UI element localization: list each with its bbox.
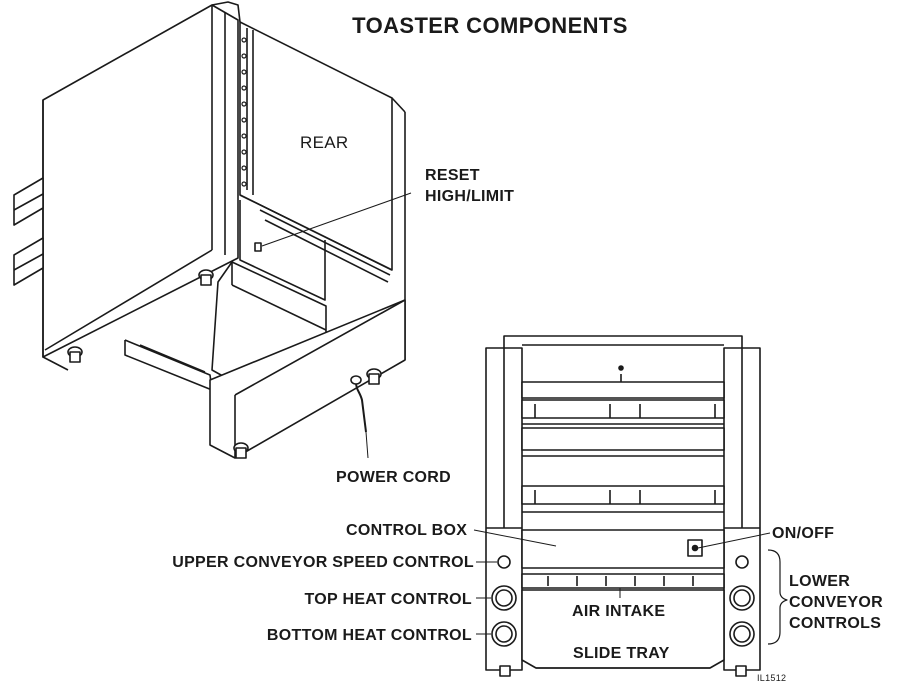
air-intake: [521, 573, 725, 589]
air-intake-label: AIR INTAKE: [572, 603, 666, 620]
lower-controls-brace: [767, 549, 788, 645]
top-heat-label: TOP HEAT CONTROL: [304, 591, 472, 608]
power-cord-label: POWER CORD: [336, 469, 451, 486]
front-view-illustration: [485, 335, 761, 677]
on-off-leader: [697, 532, 771, 549]
figure-code: IL1512: [757, 673, 787, 683]
lower-controls-line3: CONTROLS: [789, 615, 882, 632]
upper-conveyor-knob: [497, 555, 511, 569]
lower-body: [209, 299, 406, 459]
side-brackets: [13, 177, 44, 286]
reset-label-line2: HIGH/LIMIT: [425, 188, 515, 205]
slide-tray-label: SLIDE TRAY: [573, 645, 670, 662]
power-cord: [355, 381, 367, 433]
rear-rivets: [241, 37, 247, 187]
control-box-label: CONTROL BOX: [346, 522, 468, 539]
on-off-label: ON/OFF: [772, 525, 835, 542]
power-cord-leader: [365, 431, 369, 459]
bottom-heat-label: BOTTOM HEAT CONTROL: [266, 627, 472, 644]
diagram-title: TOASTER COMPONENTS: [352, 13, 628, 38]
front-left-panel: [42, 4, 239, 358]
reset-label-line1: RESET: [425, 167, 480, 184]
control-box-leader: [473, 529, 557, 547]
lower-controls-line1: LOWER: [789, 573, 851, 590]
rear-label: REAR: [300, 133, 349, 152]
rear-view-illustration: [13, 1, 406, 459]
reset-leader: [261, 192, 412, 247]
feet: [67, 269, 382, 459]
reset-button: [254, 242, 262, 252]
lower-controls-line2: CONVEYOR: [789, 594, 883, 611]
upper-conveyor-label: UPPER CONVEYOR SPEED CONTROL: [172, 554, 474, 571]
lower-conveyor-knob: [735, 555, 749, 569]
